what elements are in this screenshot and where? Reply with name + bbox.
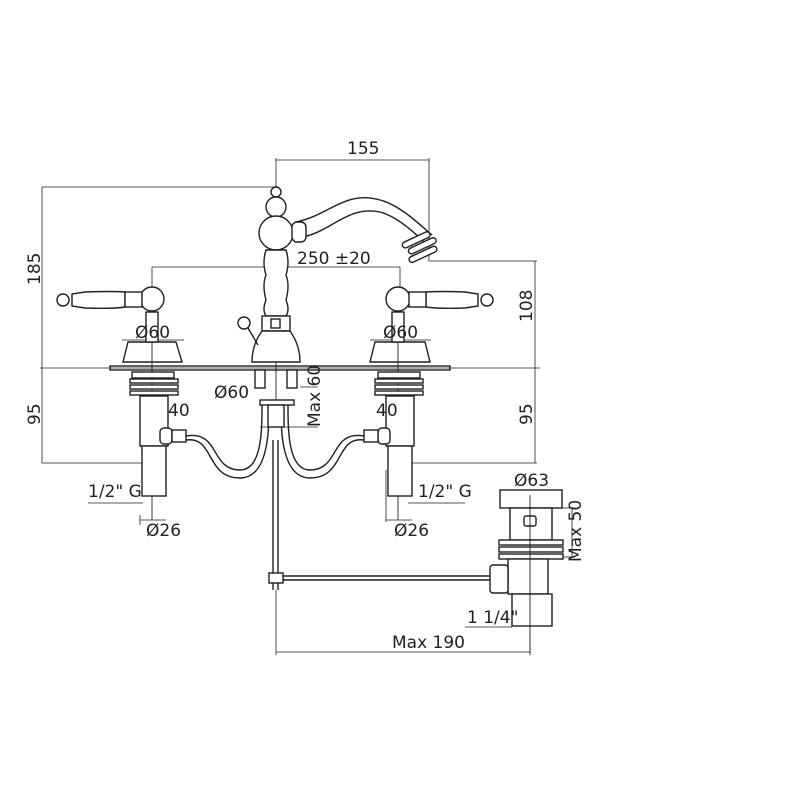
- dimension-labels: 155 185 250 ±20 108 95 95 Ø60 Ø60 Ø60 Ma…: [25, 139, 586, 653]
- dim-thread-right: 1/2" G: [418, 482, 472, 502]
- dim-155: 155: [347, 139, 379, 159]
- dim-95-right: 95: [517, 403, 537, 425]
- spout-body: [237, 185, 438, 428]
- dim-250: 250 ±20: [297, 249, 371, 269]
- right-valve: [363, 286, 494, 520]
- deck-plate: [109, 365, 451, 371]
- dim-waste-thread: 1 1/4": [467, 608, 518, 628]
- dim-max-60: Max 60: [305, 365, 325, 427]
- dim-thread-left: 1/2" G: [88, 482, 142, 502]
- dim-waste-dia: Ø63: [514, 471, 549, 491]
- dim-waste-max: Max 50: [566, 500, 586, 562]
- dim-tail-left: Ø26: [146, 521, 181, 541]
- dim-185: 185: [25, 253, 45, 285]
- dim-center-flange: Ø60: [214, 383, 249, 403]
- pop-up-waste: [489, 489, 564, 650]
- dim-right-flange: Ø60: [383, 323, 418, 343]
- pop-up-rod: [268, 440, 490, 590]
- dim-40-left: 40: [168, 401, 190, 421]
- dim-95-left: 95: [25, 403, 45, 425]
- dim-max-190: Max 190: [392, 633, 465, 653]
- flexible-hoses: [185, 404, 365, 479]
- dim-tail-right: Ø26: [394, 521, 429, 541]
- dim-108: 108: [517, 290, 537, 322]
- left-valve: [56, 286, 187, 520]
- dim-left-flange: Ø60: [135, 323, 170, 343]
- dim-40-right: 40: [376, 401, 398, 421]
